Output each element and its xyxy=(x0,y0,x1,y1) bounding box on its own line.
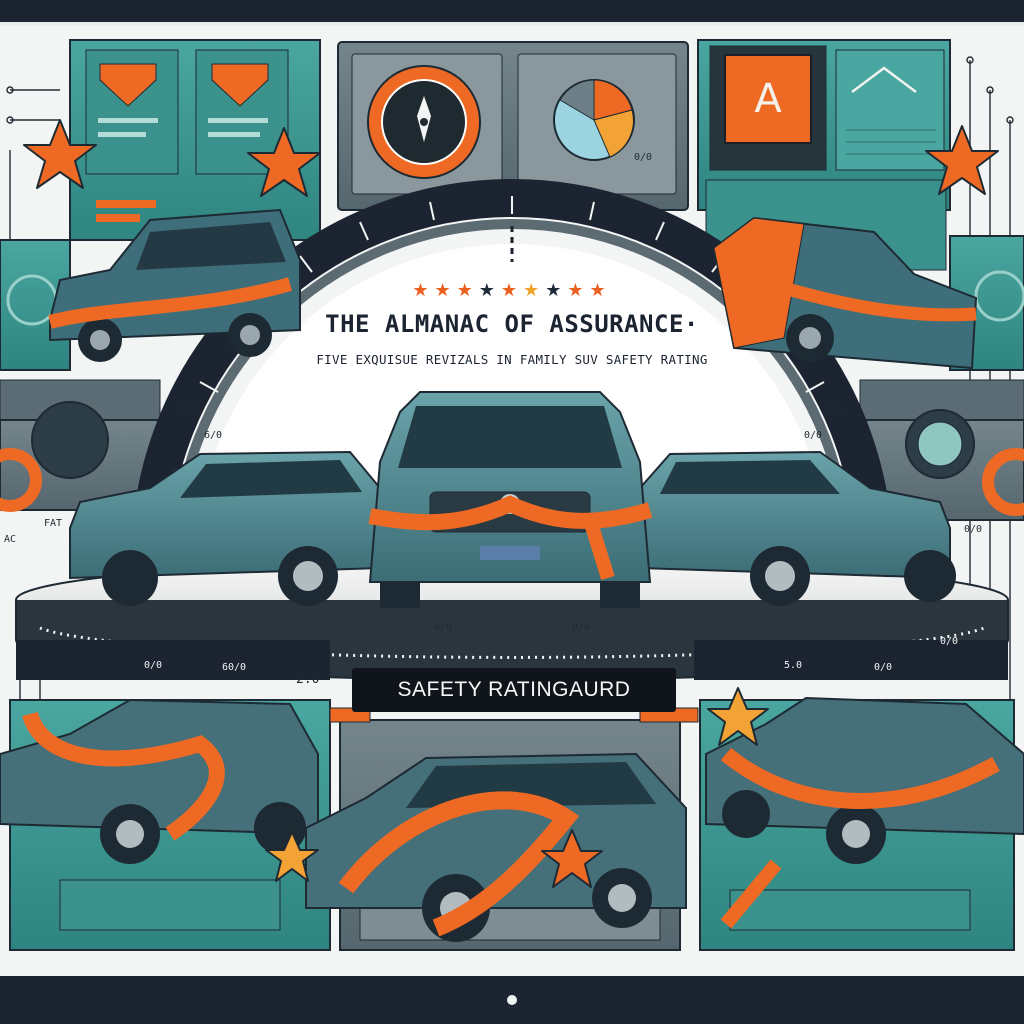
orange-ring-left xyxy=(0,448,42,512)
grade-letter: A xyxy=(754,76,782,122)
title-text: THE ALMANAC OF ASSURANCE xyxy=(325,310,684,338)
suv-icon xyxy=(368,391,653,608)
code-left-lower: FAT xyxy=(44,518,63,529)
panel-top-center xyxy=(337,41,689,211)
grade-tile: A xyxy=(724,54,812,144)
code-bottom-right-a: 5.0 xyxy=(784,660,803,671)
star-icon xyxy=(23,119,97,189)
display-platform xyxy=(15,559,1009,681)
star-icon xyxy=(925,125,999,195)
pie-gauge-icon xyxy=(553,79,635,161)
suv-icon xyxy=(69,450,381,606)
board-label: SAFETY RATINGAURD xyxy=(397,678,631,701)
code-ring-left-a: 0/0 xyxy=(434,622,453,633)
code-bottom-left-a: 60/0 xyxy=(222,662,247,673)
suv-icon xyxy=(705,696,1024,929)
rating-star-icon: ★ xyxy=(478,280,501,300)
title-block: ★★★★★★★★★ THE ALMANAC OF ASSURANCE· FIVE… xyxy=(262,280,762,368)
orange-ring-right xyxy=(982,448,1024,516)
rating-star-icon: ★ xyxy=(456,280,479,300)
star-icon xyxy=(247,127,321,197)
page-subtitle: FIVE EXQUISUE REVIZALS IN FAMILY SUV SAF… xyxy=(316,352,708,367)
code-left-bottom: AC xyxy=(4,534,17,545)
code-bottom-right-b: 0/0 xyxy=(874,662,893,673)
rating-star-icon: ★ xyxy=(545,280,568,300)
code-ring-right-a: 0/0 xyxy=(572,622,591,633)
star-icon xyxy=(265,831,319,882)
star-icon xyxy=(541,829,603,888)
rating-star-icon: ★ xyxy=(412,280,435,300)
compass-gauge-icon xyxy=(367,65,481,179)
rating-star-icon: ★ xyxy=(589,280,612,300)
code-left-mid: 6/0 xyxy=(204,430,223,441)
code-ring-left-b: 0/0 xyxy=(144,660,163,671)
rating-stars: ★★★★★★★★★ xyxy=(262,280,762,300)
suv-icon xyxy=(712,216,978,370)
rating-star-icon: ★ xyxy=(523,280,546,300)
suv-icon xyxy=(639,450,956,606)
rating-star-icon: ★ xyxy=(434,280,457,300)
suv-icon xyxy=(0,698,319,864)
code-right-lower: 0/0 xyxy=(964,524,983,535)
page-title: THE ALMANAC OF ASSURANCE· xyxy=(262,310,762,338)
suv-icon xyxy=(305,752,687,942)
suv-icon xyxy=(48,208,301,362)
title-suffix: · xyxy=(683,310,699,338)
code-left-top: 6/0 xyxy=(178,404,197,415)
rating-star-icon: ★ xyxy=(567,280,590,300)
star-icon xyxy=(707,687,769,746)
code-gauge-tag: 0/0 xyxy=(634,152,653,163)
top-frame-bar xyxy=(0,0,1024,22)
safety-rating-board: SAFETY RATINGAURD xyxy=(352,668,676,712)
code-right-top: 6/0 xyxy=(824,404,843,415)
rating-star-icon: ★ xyxy=(500,280,524,300)
code-bottom-left-b: 2.0 xyxy=(296,672,320,687)
code-right-mid: 0/0 xyxy=(804,430,823,441)
code-ring-right-b: 0/0 xyxy=(940,636,959,647)
